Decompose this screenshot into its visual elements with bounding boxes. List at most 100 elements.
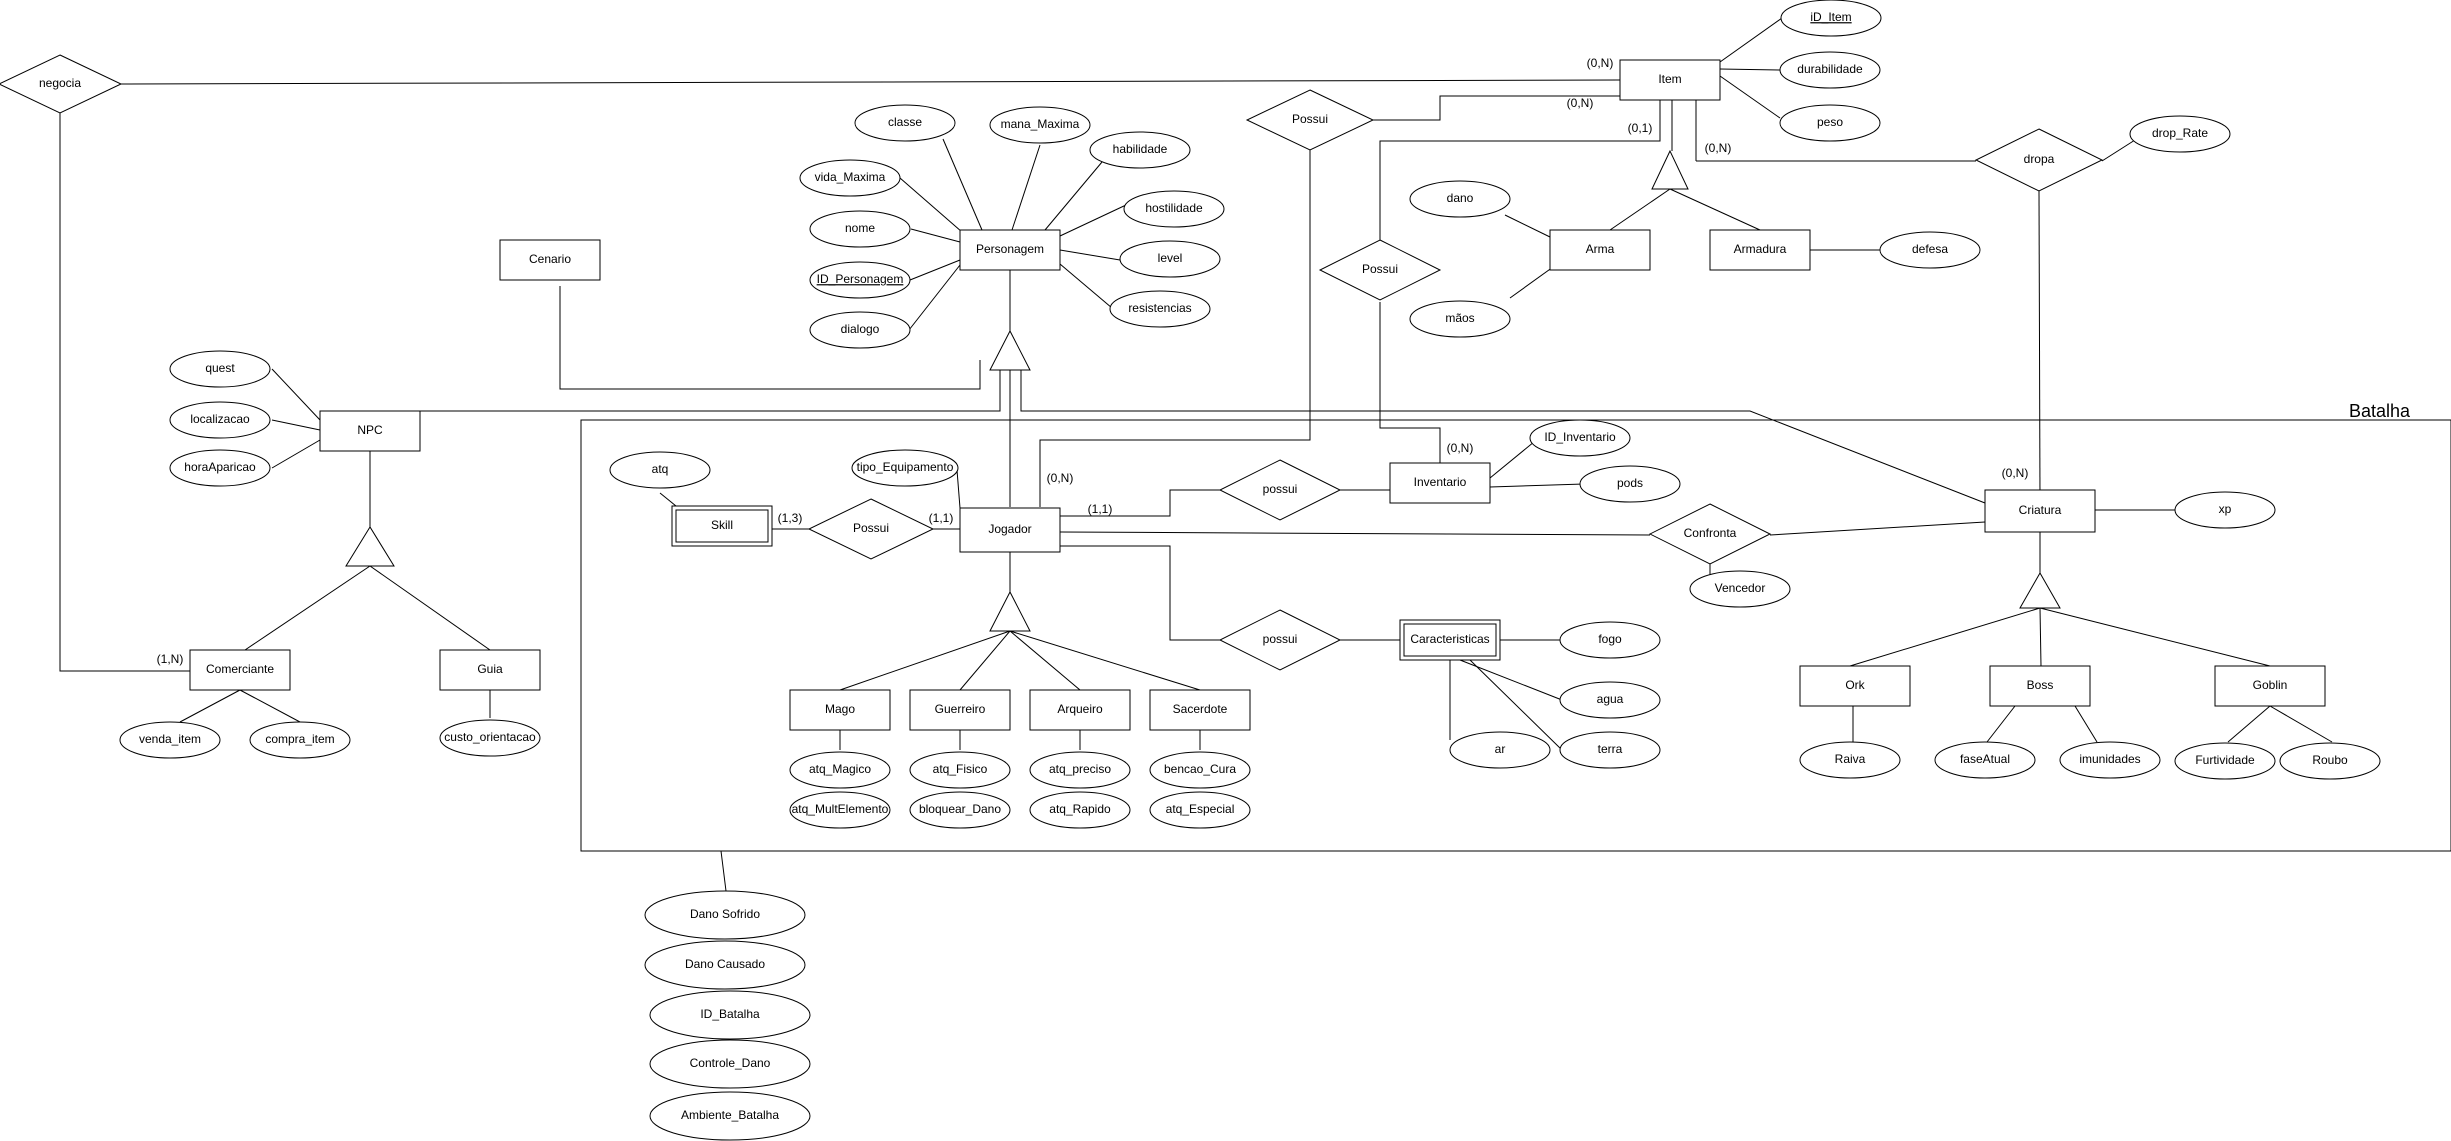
cenario-entity — [499, 239, 601, 281]
arqueiro-entity-label: Arqueiro — [1057, 702, 1103, 716]
imunidades-attribute — [2059, 741, 2161, 779]
inventario-entity — [1389, 462, 1491, 504]
item-possui-inv-cardinality: (0,1) — [1628, 121, 1653, 135]
atq-attribute-label: atq — [652, 462, 669, 476]
possui-carac-relationship-label: possui — [1263, 632, 1298, 646]
atq-multelemento-attribute-label: atq_MultElemento — [792, 802, 889, 816]
npc-entity — [319, 410, 421, 452]
compra-item-attribute-label: compra_item — [265, 732, 334, 746]
ambiente-batalha-attribute-label: Ambiente_Batalha — [681, 1108, 779, 1122]
raiva-attribute — [1799, 741, 1901, 779]
nome-attribute — [809, 210, 911, 248]
id-personagem-attribute-label: ID_Personagem — [817, 272, 904, 286]
pods-attribute-label: pods — [1617, 476, 1643, 490]
dano-attribute-label: dano — [1447, 191, 1474, 205]
bencao-cura-attribute-label: bencao_Cura — [1164, 762, 1236, 776]
arqueiro-entity — [1029, 689, 1131, 731]
personagem-entity — [959, 229, 1061, 271]
resistencias-attribute-label: resistencias — [1128, 301, 1191, 315]
fase-atual-attribute-label: faseAtual — [1960, 752, 2010, 766]
hora-aparicao-attribute-label: horaAparicao — [184, 460, 256, 474]
peso-attribute — [1779, 104, 1881, 142]
boss-entity — [1989, 665, 2091, 707]
possui-mid-relationship-label: Possui — [1362, 262, 1398, 276]
confronta-relationship — [1648, 503, 1772, 565]
arma-entity — [1549, 229, 1651, 271]
criatura-entity-label: Criatura — [2019, 503, 2062, 517]
id-batalha-attribute-label: ID_Batalha — [700, 1007, 760, 1021]
negocia-relationship — [0, 54, 123, 114]
ork-entity-label: Ork — [1845, 678, 1865, 692]
controle-dano-attribute-label: Controle_Dano — [690, 1056, 771, 1070]
mana-maxima-attribute — [989, 106, 1091, 144]
localizacao-attribute — [169, 401, 271, 439]
atq-rapido-attribute-label: atq_Rapido — [1049, 802, 1111, 816]
hora-aparicao-attribute — [169, 449, 271, 487]
resistencias-attribute — [1109, 290, 1211, 328]
agua-attribute-label: agua — [1597, 692, 1624, 706]
possui-top-relationship — [1245, 89, 1375, 151]
terra-attribute-label: terra — [1598, 742, 1623, 756]
mago-entity-label: Mago — [825, 702, 855, 716]
classe-attribute-label: classe — [888, 115, 922, 129]
batalha-frame-title: Batalha — [2349, 401, 2411, 421]
vencedor-attribute — [1689, 570, 1791, 608]
furtividade-attribute-label: Furtividade — [2195, 753, 2255, 767]
item-negocia-cardinality: (0,N) — [1587, 56, 1614, 70]
id-inventario-attribute — [1529, 419, 1631, 457]
venda-item-attribute — [119, 721, 221, 759]
possui-carac-relationship — [1218, 609, 1342, 671]
id-item-attribute-label: iD_Item — [1810, 10, 1851, 24]
guia-entity-label: Guia — [477, 662, 503, 676]
agua-attribute — [1559, 681, 1661, 719]
drop-rate-attribute-label: drop_Rate — [2152, 126, 2208, 140]
possui-mid-relationship — [1318, 239, 1442, 301]
durabilidade-attribute-label: durabilidade — [1797, 62, 1863, 76]
ambiente-batalha-attribute — [649, 1091, 811, 1141]
hostilidade-attribute-label: hostilidade — [1145, 201, 1203, 215]
defesa-attribute — [1879, 231, 1981, 269]
ar-attribute — [1449, 731, 1551, 769]
custo-orientacao-attribute — [439, 719, 541, 757]
durabilidade-attribute — [1779, 51, 1881, 89]
negocia-relationship-label: negocia — [39, 76, 81, 90]
xp-attribute — [2174, 491, 2276, 529]
bloquear-dano-attribute-label: bloquear_Dano — [919, 802, 1001, 816]
atq-magico-attribute-label: atq_Magico — [809, 762, 871, 776]
possui-skill-relationship — [807, 498, 935, 560]
bloquear-dano-attribute — [909, 791, 1011, 829]
dano-causado-attribute-label: Dano Causado — [685, 957, 765, 971]
fogo-attribute-label: fogo — [1598, 632, 1622, 646]
controle-dano-attribute — [649, 1039, 811, 1089]
tipo-equipamento-attribute-label: tipo_Equipamento — [857, 460, 954, 474]
possui-top-relationship-label: Possui — [1292, 112, 1328, 126]
criatura-cardinality: (0,N) — [2002, 466, 2029, 480]
bencao-cura-attribute — [1149, 751, 1251, 789]
goblin-entity-label: Goblin — [2253, 678, 2288, 692]
hostilidade-attribute — [1123, 190, 1225, 228]
localizacao-attribute-label: localizacao — [190, 412, 250, 426]
possui-inv-relationship — [1218, 459, 1342, 521]
connector-lines — [59, 17, 2451, 892]
imunidades-attribute-label: imunidades — [2079, 752, 2140, 766]
raiva-attribute-label: Raiva — [1835, 752, 1866, 766]
atq-attribute — [609, 451, 711, 489]
jogador-entity — [959, 507, 1061, 553]
skill-entity-inner — [675, 509, 769, 543]
fogo-attribute — [1559, 621, 1661, 659]
personagem-entity-label: Personagem — [976, 242, 1044, 256]
nome-attribute-label: nome — [845, 221, 875, 235]
terra-attribute — [1559, 731, 1661, 769]
cenario-entity-label: Cenario — [529, 252, 571, 266]
vencedor-attribute-label: Vencedor — [1715, 581, 1766, 595]
defesa-attribute-label: defesa — [1912, 242, 1948, 256]
dano-causado-attribute — [644, 940, 806, 990]
xp-attribute-label: xp — [2219, 502, 2232, 516]
possui-skill-relationship-label: Possui — [853, 521, 889, 535]
item-dropa-cardinality: (0,N) — [1705, 141, 1732, 155]
caracteristicas-entity-inner — [1403, 623, 1497, 657]
skill-entity-label: Skill — [711, 518, 733, 532]
boss-entity-label: Boss — [2027, 678, 2054, 692]
habilidade-attribute-label: habilidade — [1113, 142, 1168, 156]
quest-attribute-label: quest — [205, 361, 235, 375]
